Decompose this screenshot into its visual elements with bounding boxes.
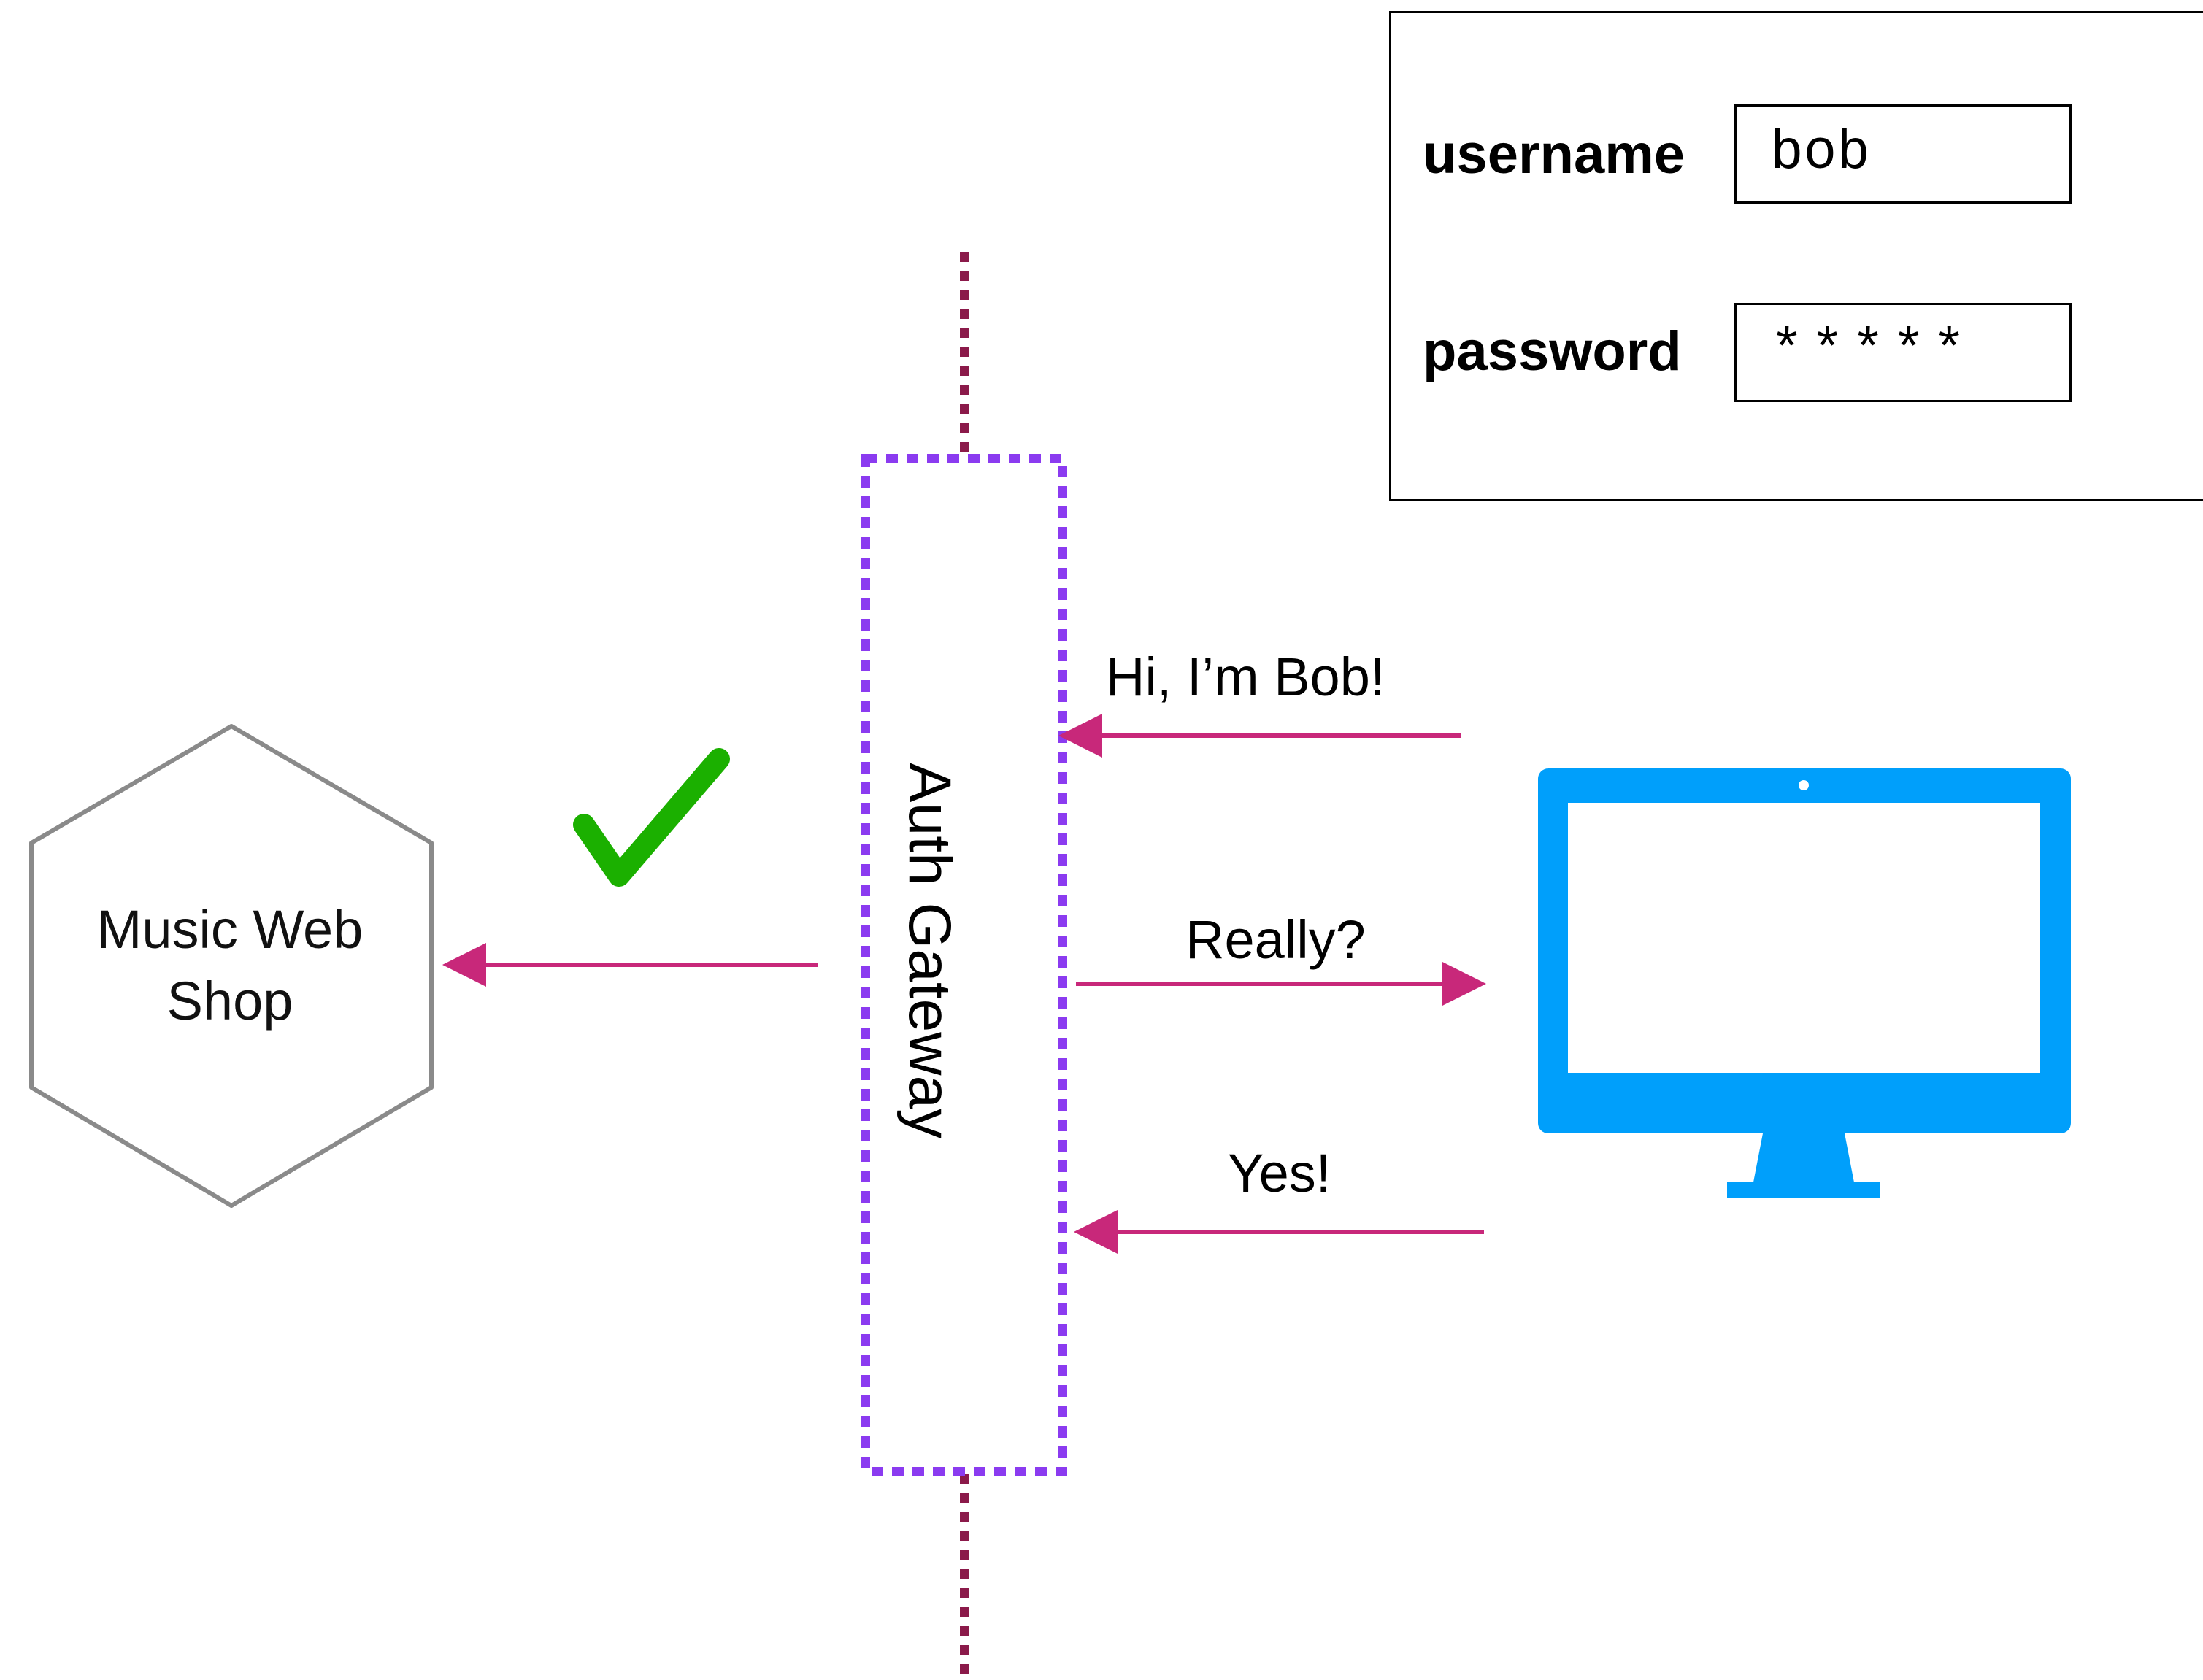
message-really: Really? (1185, 909, 1366, 970)
username-field[interactable]: bob (1734, 104, 2072, 204)
check-mark-icon (573, 748, 730, 887)
shop-label-line1: Music Web (96, 899, 364, 960)
auth-gateway-label: Auth Gateway (896, 763, 963, 1139)
auth-gateway-box (861, 454, 1067, 1476)
message-hello: Hi, I’m Bob! (1106, 647, 1385, 707)
shop-label-line2: Shop (166, 971, 293, 1031)
hexagon-service-icon (29, 724, 434, 1208)
password-label: password (1423, 320, 1682, 382)
music-web-shop-label: Music Web Shop (29, 894, 431, 1037)
password-field[interactable]: ***** (1734, 303, 2072, 402)
username-label: username (1423, 123, 1685, 185)
message-yes: Yes! (1228, 1143, 1331, 1203)
desktop-monitor-icon (1538, 768, 2071, 1198)
login-form-panel: username bob password ***** (1389, 11, 2203, 501)
